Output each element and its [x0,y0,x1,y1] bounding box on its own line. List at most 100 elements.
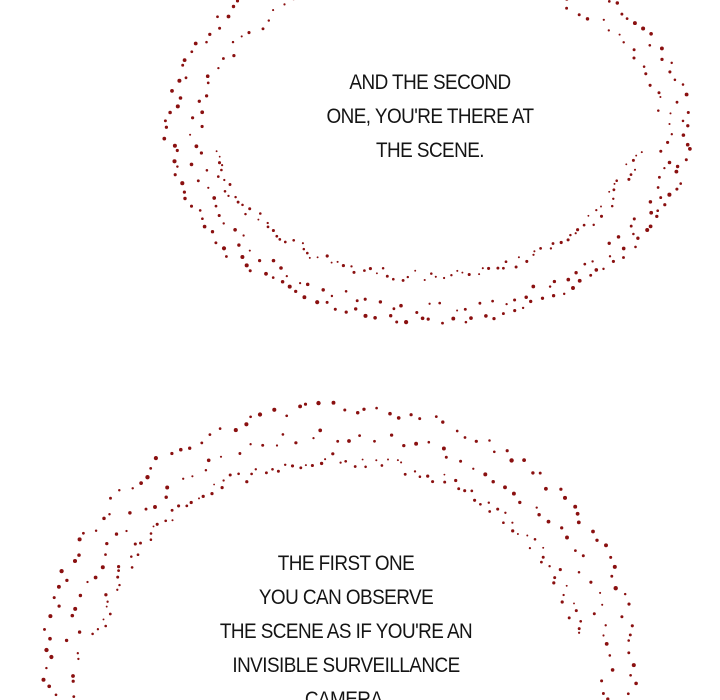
bubble-dot [478,301,482,305]
bubble-dot [518,500,522,505]
bubble-dot [635,154,638,157]
bubble-dot [325,300,329,304]
bubble-dot [428,302,431,305]
bubble-dot [663,203,667,207]
bubble-dot [626,692,630,696]
bubble-dot [612,564,617,569]
bubble-dot [602,634,605,637]
bubble-dot [217,161,222,165]
bubble-dot [355,411,360,415]
bubble-dot [298,404,303,409]
bubble-dot [104,553,107,556]
bubble-line: INVISIBLE SURVEILLANCE [232,654,460,677]
bubble-dot [208,433,212,436]
bubble-dot [487,266,491,270]
bubble-dot [275,234,279,238]
bubble-dot [686,124,690,128]
bubble-dot [551,242,555,245]
bubble-dot [189,162,194,167]
bubble-dot [541,555,545,559]
bubble-dot [418,417,422,421]
bubble-dot [503,485,507,490]
bubble-line: THE SCENE AS IF YOU'RE AN [219,620,473,643]
bubble-dot [261,443,265,447]
bubble-dot [456,309,459,312]
bubble-dot [441,321,444,325]
bubble-dot [258,259,262,263]
bubble-dot [533,537,537,541]
bubble-dot [402,443,406,448]
bubble-dot [363,269,366,272]
bubble-dot [443,480,447,484]
bubble-dot [117,565,121,569]
bubble-dot [629,673,632,677]
bubble-dot [552,279,557,284]
bubble-dot [171,519,174,522]
bubble-dot [675,164,680,169]
bubble-dot [241,203,244,207]
bubble-dot [49,654,54,660]
bubble-dot [414,269,417,272]
bubble-dot [604,624,607,627]
bubble-dot [116,575,120,579]
bubble-dot [600,205,602,208]
bubble-dot [213,483,216,486]
bubble-dot [673,78,677,82]
bubble-dot [105,605,108,608]
bubble-dot [591,260,594,263]
bubble-dot [668,70,672,74]
bubble-dot [388,411,392,416]
bubble-dot [86,580,89,584]
bubble-dot [191,116,195,120]
bubble-dot [235,0,240,3]
bubble-dot [461,271,464,274]
bubble-dot [579,619,583,623]
bubble-dot [648,200,653,204]
bubble-dot [204,469,208,472]
bubble-dot [310,463,314,468]
bubble-dot [627,639,630,642]
bubble-dot [73,606,78,611]
bubble-dot [344,290,348,293]
bubble-dot [399,303,403,308]
bubble-dot [283,3,286,6]
bubble-dot [392,307,396,311]
bubble-dot [685,142,690,147]
bubble-dot [576,520,581,525]
bubble-dot [551,294,556,298]
bubble-dot [200,124,204,129]
bubble-dot [632,48,636,52]
bubble-dot [201,494,205,499]
bubble-dot [537,512,541,517]
bubble-dot [125,529,128,533]
bubble-dot [430,272,433,275]
bubble-dot [276,469,280,473]
bubble-line: YOU CAN OBSERVE [258,586,434,609]
bubble-dot [149,532,153,535]
bubble-dot [361,458,364,461]
bubble-dot [225,255,228,258]
bubble-dot [426,317,430,321]
bubble-dot [373,316,377,320]
bubble-dot [601,692,605,695]
bubble-dot [308,256,311,259]
bubble-dot [403,472,407,476]
bubble-dot [76,652,79,655]
bubble-dot [133,542,137,546]
bubble-dot [629,224,633,228]
bubble-dot [565,0,569,1]
bubble-dot [78,593,83,598]
bubble-dot [77,657,80,661]
bubble-dot [456,269,459,272]
bubble-dot [585,17,590,21]
bubble-dot [162,136,167,141]
bubble-dot [592,223,595,227]
bubble-dot [511,529,515,533]
bubble-dot [218,427,222,430]
bubble-dot [631,158,635,162]
bubble-dot [666,140,670,144]
bubble-dot [427,440,431,444]
bubble-dot [583,262,587,266]
